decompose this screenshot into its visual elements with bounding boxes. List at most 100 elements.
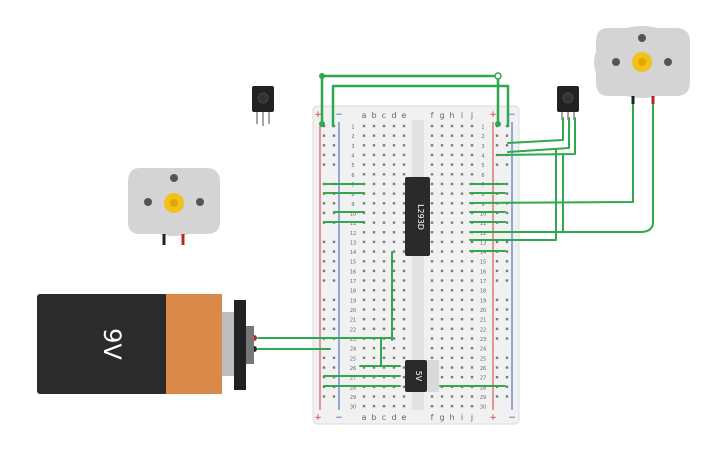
breadboard-hole[interactable] [470, 356, 474, 360]
breadboard-hole[interactable] [372, 231, 376, 234]
breadboard-hole[interactable] [362, 202, 366, 205]
breadboard-hole[interactable] [440, 153, 444, 157]
rail-hole[interactable] [505, 385, 509, 389]
breadboard-hole[interactable] [430, 260, 434, 263]
rail-hole[interactable] [495, 356, 499, 360]
breadboard-hole[interactable] [430, 124, 434, 128]
breadboard-hole[interactable] [460, 250, 464, 253]
breadboard-hole[interactable] [450, 240, 454, 244]
breadboard-hole[interactable] [382, 269, 386, 273]
breadboard-hole[interactable] [470, 163, 474, 166]
breadboard-hole[interactable] [402, 134, 406, 137]
breadboard-hole[interactable] [450, 231, 454, 234]
breadboard-hole[interactable] [440, 356, 444, 360]
breadboard-hole[interactable] [470, 134, 474, 137]
breadboard-hole[interactable] [392, 404, 396, 408]
breadboard-hole[interactable] [382, 182, 386, 186]
breadboard-hole[interactable] [460, 202, 464, 205]
breadboard-hole[interactable] [362, 366, 366, 369]
breadboard-hole[interactable] [430, 144, 434, 147]
breadboard-hole[interactable] [382, 192, 386, 195]
breadboard-hole[interactable] [402, 279, 406, 282]
breadboard-hole[interactable] [362, 356, 366, 360]
rail-hole[interactable] [332, 250, 336, 253]
breadboard-hole[interactable] [392, 298, 396, 302]
rail-hole[interactable] [322, 308, 326, 311]
breadboard-hole[interactable] [402, 395, 406, 398]
breadboard-hole[interactable] [392, 163, 396, 166]
breadboard-hole[interactable] [372, 153, 376, 157]
breadboard-hole[interactable] [450, 279, 454, 282]
wire-top-loop-inner[interactable] [331, 84, 510, 128]
breadboard-hole[interactable] [430, 298, 434, 302]
breadboard-hole[interactable] [402, 269, 406, 273]
breadboard-hole[interactable] [440, 144, 444, 147]
breadboard-hole[interactable] [402, 318, 406, 321]
breadboard-hole[interactable] [392, 269, 396, 273]
breadboard-hole[interactable] [382, 298, 386, 302]
breadboard-hole[interactable] [362, 327, 366, 331]
breadboard-hole[interactable] [460, 163, 464, 166]
breadboard-hole[interactable] [382, 211, 386, 215]
rail-hole[interactable] [322, 144, 326, 147]
breadboard-hole[interactable] [440, 289, 444, 292]
breadboard-hole[interactable] [392, 279, 396, 282]
breadboard-hole[interactable] [392, 134, 396, 137]
breadboard-hole[interactable] [450, 173, 454, 176]
breadboard-hole[interactable] [372, 289, 376, 292]
breadboard-hole[interactable] [460, 153, 464, 157]
breadboard-hole[interactable] [450, 144, 454, 147]
breadboard-hole[interactable] [372, 366, 376, 369]
rail-hole[interactable] [505, 366, 509, 369]
rail-hole[interactable] [505, 144, 509, 147]
rail-hole[interactable] [332, 298, 336, 302]
breadboard-hole[interactable] [382, 346, 386, 350]
breadboard-hole[interactable] [440, 240, 444, 244]
breadboard-hole[interactable] [402, 260, 406, 263]
dc-motor-icon[interactable] [594, 26, 690, 104]
rail-hole[interactable] [495, 375, 499, 379]
wire-motor-right-a[interactable] [469, 99, 634, 204]
breadboard-hole[interactable] [392, 192, 396, 195]
rail-hole[interactable] [332, 153, 336, 157]
breadboard-hole[interactable] [382, 250, 386, 253]
breadboard-hole[interactable] [392, 318, 396, 321]
breadboard-hole[interactable] [440, 202, 444, 205]
breadboard-hole[interactable] [382, 231, 386, 234]
rail-hole[interactable] [495, 134, 499, 137]
breadboard-hole[interactable] [382, 134, 386, 137]
breadboard-hole[interactable] [382, 327, 386, 331]
breadboard-hole[interactable] [450, 192, 454, 195]
breadboard-hole[interactable] [392, 260, 396, 263]
breadboard-hole[interactable] [402, 240, 406, 244]
breadboard-hole[interactable] [362, 231, 366, 234]
breadboard-hole[interactable] [460, 192, 464, 195]
breadboard-hole[interactable] [372, 240, 376, 244]
breadboard-hole[interactable] [402, 163, 406, 166]
breadboard-hole[interactable] [430, 134, 434, 137]
breadboard-hole[interactable] [362, 153, 366, 157]
breadboard-hole[interactable] [450, 202, 454, 205]
breadboard-hole[interactable] [470, 124, 474, 128]
rail-hole[interactable] [505, 279, 509, 282]
breadboard-hole[interactable] [430, 192, 434, 195]
breadboard-hole[interactable] [402, 308, 406, 311]
wire-ir-right-1[interactable] [507, 117, 564, 144]
breadboard-hole[interactable] [460, 144, 464, 147]
breadboard-hole[interactable] [470, 240, 474, 244]
breadboard-hole[interactable] [460, 221, 464, 224]
breadboard-hole[interactable] [440, 375, 444, 379]
breadboard-hole[interactable] [460, 366, 464, 369]
breadboard-hole[interactable] [450, 337, 454, 340]
ir-receiver-icon[interactable] [557, 86, 579, 120]
breadboard-hole[interactable] [372, 182, 376, 186]
breadboard-hole[interactable] [392, 240, 396, 244]
breadboard-hole[interactable] [440, 327, 444, 331]
breadboard-hole[interactable] [392, 173, 396, 176]
breadboard-hole[interactable] [362, 173, 366, 176]
breadboard-hole[interactable] [402, 337, 406, 340]
rail-hole[interactable] [505, 318, 509, 321]
breadboard-hole[interactable] [402, 346, 406, 350]
breadboard-hole[interactable] [470, 366, 474, 369]
breadboard-hole[interactable] [440, 221, 444, 224]
